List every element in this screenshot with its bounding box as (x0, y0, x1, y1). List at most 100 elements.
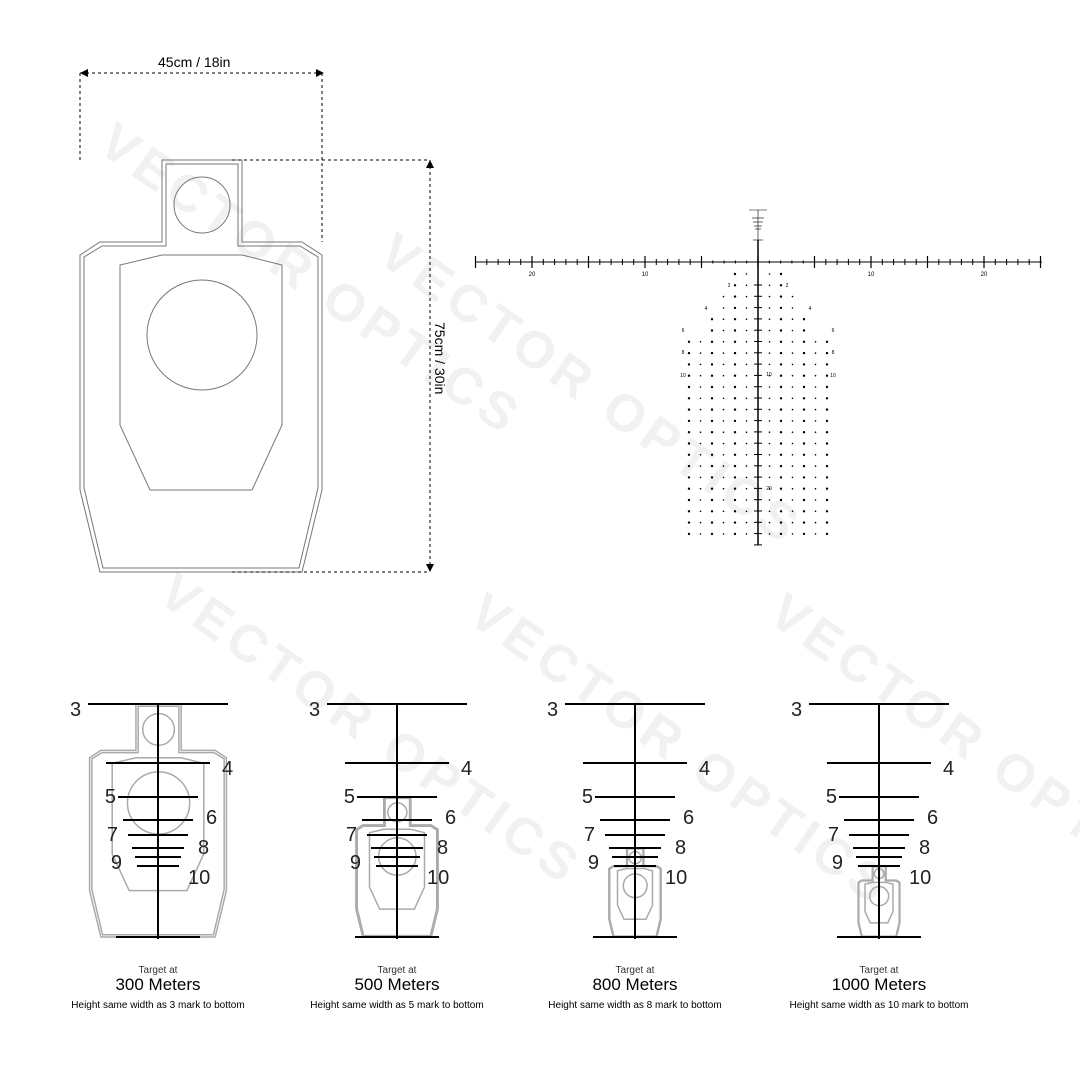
reticle-holdover-dot (825, 385, 829, 389)
reticle-holdover-dot (722, 487, 725, 490)
reticle-hash-label: 10 (642, 272, 649, 278)
reticle-holdover-dot (733, 498, 737, 502)
reticle-holdover-dot (768, 386, 771, 388)
ranging-mark-label: 5 (826, 786, 837, 808)
reticle-holdover-dot (745, 374, 748, 377)
reticle-holdover-dot (791, 374, 794, 377)
ranging-mark-label: 10 (909, 867, 931, 889)
reticle-holdover-dot (733, 453, 737, 456)
reticle-holdover-dot (802, 374, 806, 377)
reticle-holdover-dot (722, 341, 725, 343)
caption-note: Height same width as 8 mark to bottom (548, 1000, 722, 1011)
reticle-holdover-dot (687, 442, 691, 445)
ranging-mark-label: 3 (309, 699, 320, 721)
reticle-holdover-dot (722, 397, 725, 400)
ranging-mark-label: 6 (927, 807, 938, 829)
ranging-mark-label: 10 (188, 867, 210, 889)
reticle-holdover-dot (722, 476, 725, 479)
caption-note: Height same width as 10 mark to bottom (789, 1000, 969, 1011)
reticle-holdover-dot (814, 533, 817, 535)
reticle-holdover-dot (768, 442, 771, 445)
target-outline-inner (91, 705, 225, 936)
reticle-holdover-dot (733, 351, 737, 355)
reticle-holdover-dot (802, 532, 806, 536)
ranging-mark-label: 8 (675, 837, 686, 859)
reticle-holdover-dot (710, 351, 714, 355)
reticle-holdover-dot (768, 363, 771, 366)
reticle-holdover-dot (768, 487, 771, 490)
reticle-holdover-dot (687, 521, 691, 524)
reticle-holdover-dot (768, 307, 771, 309)
reticle-holdover-dot (722, 521, 725, 524)
width-dimension-label: 45cm / 18in (158, 54, 231, 70)
reticle-holdover-dot (779, 442, 783, 445)
reticle-holdover-dot (745, 431, 748, 434)
reticle-holdover-dot (745, 397, 748, 400)
reticle-holdover-dot (733, 476, 737, 479)
reticle-holdover-dot (791, 386, 794, 388)
reticle-holdover-dot (814, 386, 817, 388)
reticle-holdover-label: 2 (786, 283, 789, 289)
reticle-holdover-dot (779, 329, 783, 332)
reticle-holdover-dot (768, 521, 771, 524)
reticle-holdover-dot (710, 442, 714, 445)
reticle-holdover-dot (779, 487, 783, 490)
ranging-mark-label: 4 (461, 758, 472, 780)
reticle-holdover-dot (802, 351, 806, 355)
reticle-hash-label: 20 (981, 272, 988, 278)
reticle-holdover-dot (745, 408, 748, 411)
reticle-holdover-dot (745, 454, 748, 456)
reticle-holdover-dot (768, 408, 771, 411)
reticle-holdover-dot (722, 431, 725, 434)
reticle-holdover-dot (814, 363, 817, 366)
reticle-holdover-dot (791, 420, 794, 422)
ranging-mark-label: 8 (437, 837, 448, 859)
reticle-holdover-dot (802, 419, 806, 423)
reticle-holdover-dot (699, 499, 702, 501)
reticle-holdover-dot (733, 442, 737, 445)
caption-distance: 1000 Meters (831, 975, 927, 994)
ranging-mark-label: 7 (346, 824, 357, 846)
ranging-mark-label: 10 (427, 867, 449, 889)
reticle-holdover-dot (791, 431, 794, 434)
reticle-holdover-dot (768, 431, 771, 434)
target-silhouette (79, 159, 323, 573)
reticle-holdover-dot (687, 397, 691, 400)
reticle-holdover-dot (745, 295, 748, 298)
reticle-holdover-dot (779, 340, 783, 343)
reticle-holdover-dot (802, 442, 806, 445)
ranging-mark-label: 5 (105, 786, 116, 808)
reticle-holdover-dot (745, 442, 748, 445)
reticle-holdover-dot (825, 464, 829, 468)
reticle-holdover-dot (745, 352, 748, 354)
reticle-holdover-dot (699, 476, 702, 479)
reticle-holdover-dot (722, 318, 725, 321)
target-body-zone (111, 756, 205, 892)
reticle-holdover-dot (768, 465, 771, 467)
reticle-holdover-dot (779, 318, 783, 321)
reticle-holdover-dot (825, 532, 829, 536)
reticle-holdover-dot (825, 340, 829, 343)
reticle-holdover-dot (699, 533, 702, 535)
caption-distance: 500 Meters (354, 975, 440, 994)
reticle-holdover-label: 4 (809, 306, 812, 312)
reticle-holdover-dot (779, 351, 783, 355)
reticle-holdover-dot (745, 510, 748, 513)
reticle-holdover-dot (802, 521, 806, 524)
ranging-mark-label: 4 (222, 758, 233, 780)
reticle-holdover-dot (745, 420, 748, 422)
reticle-holdover-dot (779, 521, 783, 524)
reticle-holdover-dot (779, 408, 783, 411)
reticle-holdover-dot (745, 341, 748, 343)
ranging-mark-label: 9 (588, 852, 599, 874)
reticle-holdover-dot (779, 272, 783, 276)
reticle-holdover-dot (802, 340, 806, 343)
reticle-holdover-dot (722, 307, 725, 309)
reticle-holdover-dot (814, 352, 817, 354)
reticle-holdover-dot (745, 307, 748, 309)
reticle-holdover-dot (825, 476, 829, 479)
reticle-holdover-dot (802, 431, 806, 434)
reticle-holdover-dot (791, 329, 794, 332)
reticle-holdover-dot (699, 397, 702, 400)
